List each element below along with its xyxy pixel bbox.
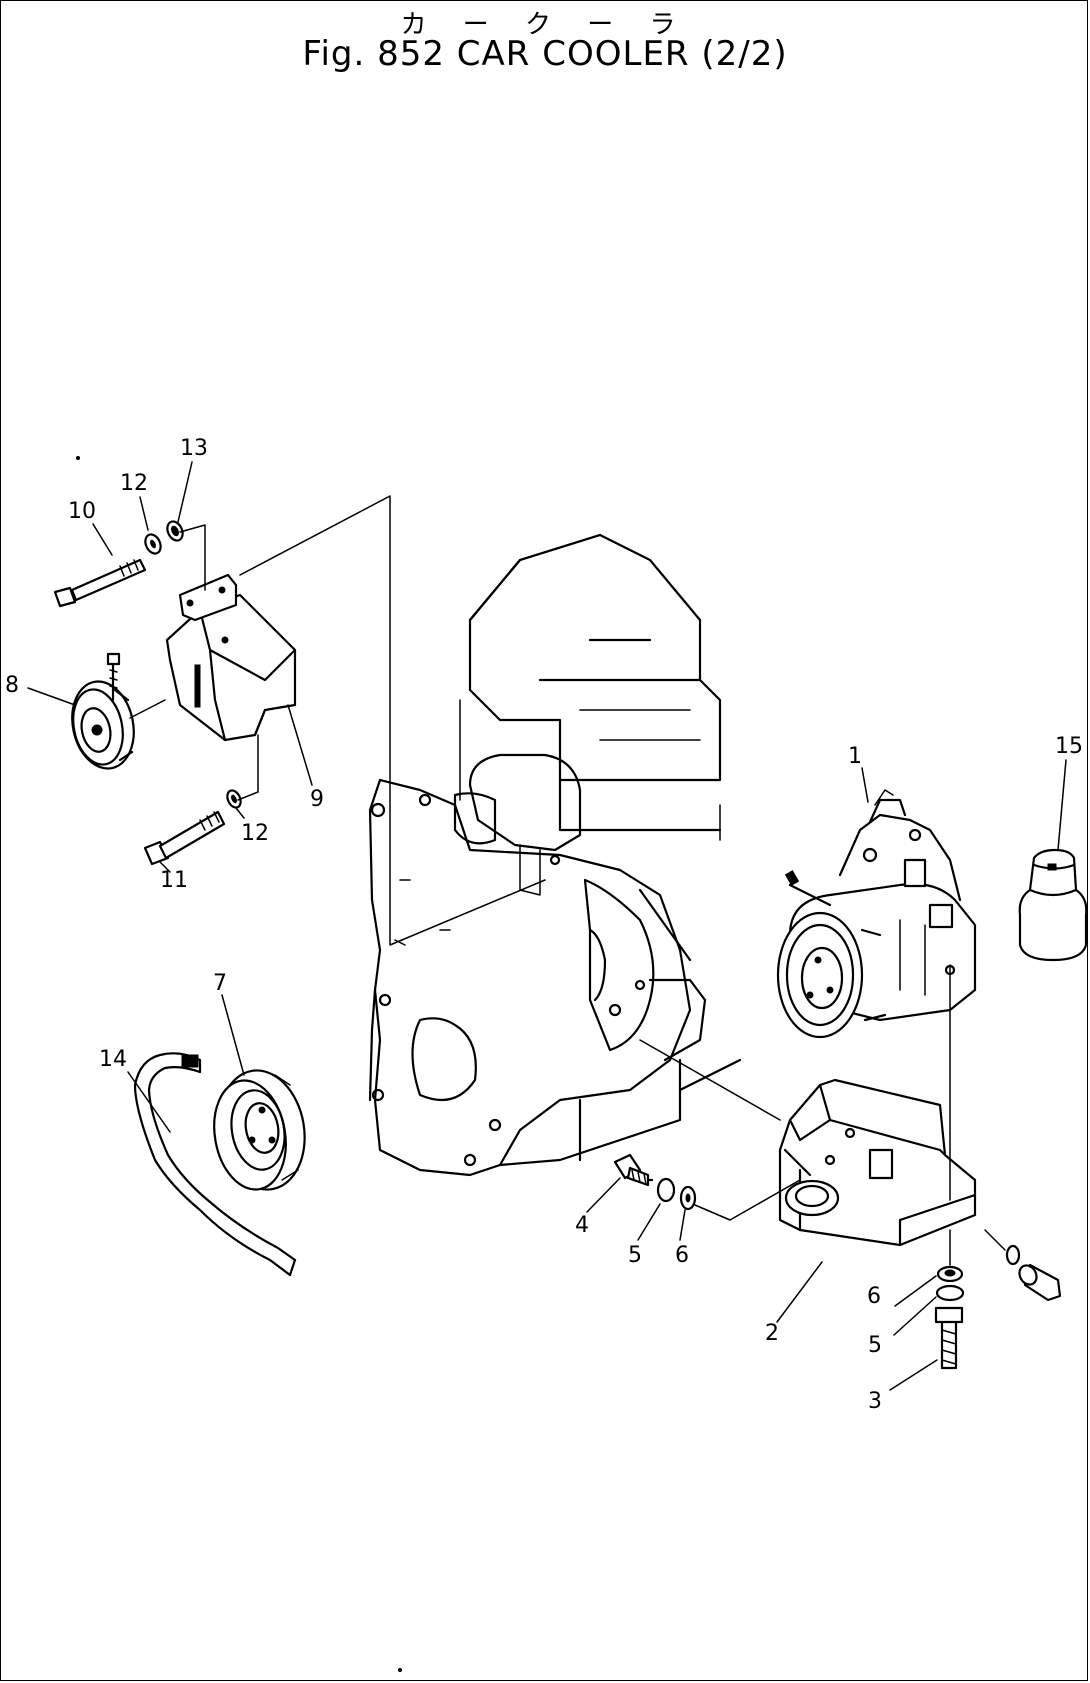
idler-bracket-part-9 [165,573,297,742]
callout-1: 1 [848,744,862,769]
assembly-lines [129,495,1006,1266]
callout-12-lower: 12 [241,821,269,846]
callout-8: 8 [5,673,19,698]
callout-7: 7 [213,971,227,996]
bolt-part-3 [934,1306,964,1370]
bolt-part-11 [143,810,226,866]
callout-6-lower: 6 [867,1284,881,1309]
washer-part-6-mid [679,1185,697,1211]
washer-part-5-lower [935,1284,965,1302]
side-bolt [1005,1244,1062,1302]
washer-part-12-lower [226,789,242,809]
callout-5-mid: 5 [628,1243,642,1268]
callout-12-upper: 12 [120,471,148,496]
compressor-part-1 [776,789,977,1039]
crank-pulley-part-7 [213,1069,306,1191]
callout-14: 14 [99,1047,127,1072]
figure-title: Fig. 852 CAR COOLER (2/2) [302,34,788,74]
bracket-part-2 [778,1078,977,1247]
callout-10: 10 [68,499,96,524]
v-belt-part-14 [133,1052,297,1277]
washer-part-6-lower [936,1265,964,1283]
callout-leaders [27,461,1067,1391]
title-japanese: カ ー ク ー ラ [400,10,690,40]
callout-2: 2 [765,1321,779,1346]
bolt-part-10 [53,558,147,608]
engine-block [368,533,742,1177]
callout-5-lower: 5 [868,1333,882,1358]
callout-11: 11 [160,868,188,893]
washer-part-12-upper [144,533,162,555]
washer-part-13 [166,520,184,542]
callout-15: 15 [1055,734,1083,759]
washer-part-5-mid [656,1177,676,1203]
callout-3: 3 [868,1389,882,1414]
bolt-part-4 [613,1153,654,1187]
callout-6-mid: 6 [675,1243,689,1268]
callout-4: 4 [575,1213,589,1238]
idler-pulley-part-8 [71,652,135,770]
callout-9: 9 [310,787,324,812]
canister-part-15 [1018,848,1088,962]
callout-13: 13 [180,436,208,461]
callouts: 1 15 13 12 10 8 9 12 11 7 14 4 5 6 2 6 5… [5,436,1083,1414]
